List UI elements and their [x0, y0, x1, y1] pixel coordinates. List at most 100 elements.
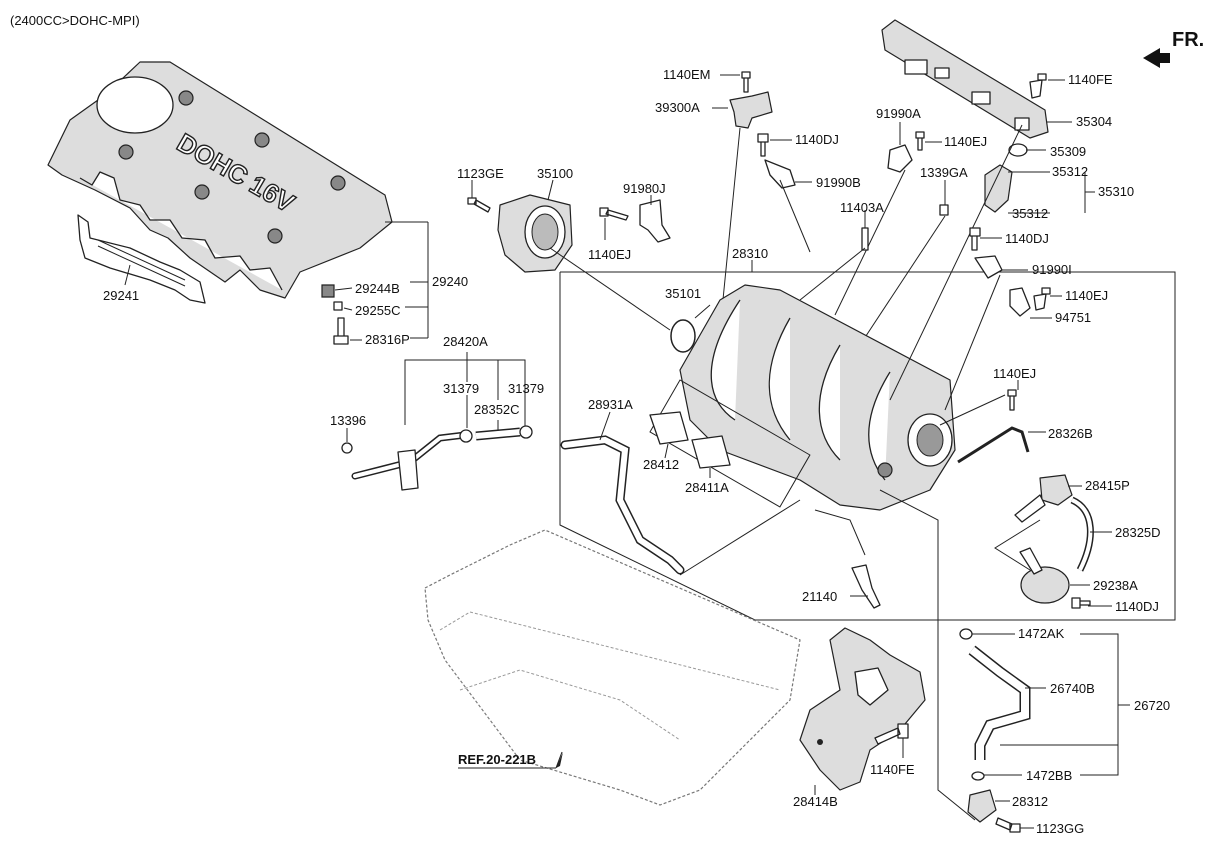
label-1140DJ-b: 1140DJ [1005, 231, 1049, 246]
gasket-ring-part[interactable] [670, 319, 696, 353]
label-29238A: 29238A [1093, 578, 1138, 593]
ref-label: REF.20-221B [458, 752, 536, 767]
vacuum-hose-part[interactable] [1070, 496, 1094, 572]
water-hose-part[interactable] [968, 645, 1031, 760]
bolt-part[interactable] [333, 317, 349, 345]
manifold-stay-part[interactable] [799, 627, 926, 791]
throttle-body-part[interactable] [497, 194, 573, 273]
hose-clamp-part[interactable] [519, 425, 533, 439]
label-28412: 28412 [643, 457, 679, 472]
stud-part[interactable] [861, 227, 869, 251]
label-28931A: 28931A [588, 397, 633, 412]
label-28420A: 28420A [443, 334, 488, 349]
bolt-part[interactable] [874, 723, 909, 745]
label-1472AK: 1472AK [1018, 626, 1065, 641]
hose-clamp-part[interactable] [459, 429, 473, 443]
bolt-part[interactable] [995, 817, 1021, 833]
bolt-part[interactable] [969, 227, 981, 251]
gasket-part[interactable] [691, 435, 731, 469]
hose-clamp-part[interactable] [971, 771, 985, 781]
label-1472BB: 1472BB [1026, 768, 1072, 783]
label-1140DJ-a: 1140DJ [795, 132, 839, 147]
label-1140EJ-c: 1140EJ [1065, 288, 1108, 303]
bracket-part[interactable] [974, 255, 1003, 279]
cylinder-head-reference[interactable] [424, 529, 801, 806]
label-1140DJ-c: 1140DJ [1115, 599, 1159, 614]
label-39300A: 39300A [655, 100, 700, 115]
hose-part[interactable] [475, 427, 521, 441]
label-26720: 26720 [1134, 698, 1170, 713]
engine-cover-part[interactable]: DOHC 16V [47, 61, 393, 299]
bolt-part[interactable] [1007, 389, 1017, 411]
label-29240: 29240 [432, 274, 468, 289]
label-1140EM: 1140EM [663, 67, 710, 82]
label-26740B: 26740B [1050, 681, 1095, 696]
bracket-part[interactable] [1009, 287, 1031, 317]
label-94751: 94751 [1055, 310, 1091, 325]
dipstick-tube-part[interactable] [851, 564, 881, 609]
label-91990A: 91990A [876, 106, 921, 121]
intake-manifold-part[interactable] [649, 284, 956, 511]
label-35312-b: 35312 [1012, 206, 1048, 221]
bracket-part[interactable] [764, 159, 796, 189]
label-1140FE-a: 1140FE [1068, 72, 1113, 87]
bolt-part[interactable] [741, 71, 751, 93]
water-fitting-part[interactable] [967, 789, 997, 823]
arrow-left-icon [1143, 48, 1170, 68]
front-direction-indicator: FR. [1143, 29, 1204, 68]
label-35101: 35101 [665, 286, 701, 301]
label-35309: 35309 [1050, 144, 1086, 159]
label-91990I: 91990I [1032, 262, 1072, 277]
grommet-part[interactable] [321, 284, 335, 298]
spacer-part[interactable] [333, 301, 343, 311]
cover-bracket-part[interactable] [77, 214, 206, 304]
vacuum-tube-part[interactable] [957, 426, 1030, 464]
label-35312-a: 35312 [1052, 164, 1088, 179]
label-21140: 21140 [802, 589, 837, 604]
label-28414B: 28414B [793, 794, 838, 809]
label-1123GG: 1123GG [1036, 821, 1084, 836]
bolt-part[interactable] [467, 197, 491, 213]
label-35310: 35310 [1098, 184, 1134, 199]
bolt-part[interactable] [1029, 73, 1047, 99]
engine-spec-header: (2400CC>DOHC-MPI) [10, 13, 140, 28]
solenoid-valve-part[interactable] [1014, 474, 1073, 523]
label-28352C: 28352C [474, 402, 520, 417]
label-28326B: 28326B [1048, 426, 1093, 441]
label-29244B: 29244B [355, 281, 400, 296]
actuator-part[interactable] [1019, 547, 1070, 604]
label-31379-b: 31379 [508, 381, 544, 396]
bolt-part[interactable] [599, 207, 629, 221]
fuel-rail-part[interactable] [881, 19, 1049, 139]
label-1339GA: 1339GA [920, 165, 968, 180]
label-29255C: 29255C [355, 303, 401, 318]
bracket-part[interactable] [639, 199, 671, 243]
label-11403A: 11403A [840, 200, 884, 215]
bracket-part[interactable] [887, 144, 913, 173]
label-1140EJ-d: 1140EJ [993, 366, 1036, 381]
bolt-part[interactable] [1033, 287, 1051, 311]
label-1140EJ-b: 1140EJ [944, 134, 987, 149]
label-1140EJ-a: 1140EJ [588, 247, 631, 262]
label-35100: 35100 [537, 166, 573, 181]
pcv-hose-part[interactable] [351, 431, 469, 491]
bolt-part[interactable] [757, 133, 769, 157]
breather-hose-part[interactable] [560, 435, 685, 575]
bolt-part[interactable] [1071, 597, 1091, 609]
label-28325D: 28325D [1115, 525, 1161, 540]
gasket-part[interactable] [649, 411, 689, 445]
bolt-part[interactable] [915, 131, 925, 151]
label-28312: 28312 [1012, 794, 1048, 809]
label-28316P: 28316P [365, 332, 410, 347]
map-sensor-part[interactable] [729, 91, 773, 129]
injector-part[interactable] [984, 164, 1013, 213]
label-28411A: 28411A [685, 480, 729, 495]
label-29241: 29241 [103, 288, 139, 303]
washer-part[interactable] [341, 442, 353, 454]
washer-part[interactable] [939, 204, 949, 216]
cover-oil-opening [96, 76, 174, 134]
label-35304: 35304 [1076, 114, 1112, 129]
hose-clamp-part[interactable] [959, 628, 973, 640]
